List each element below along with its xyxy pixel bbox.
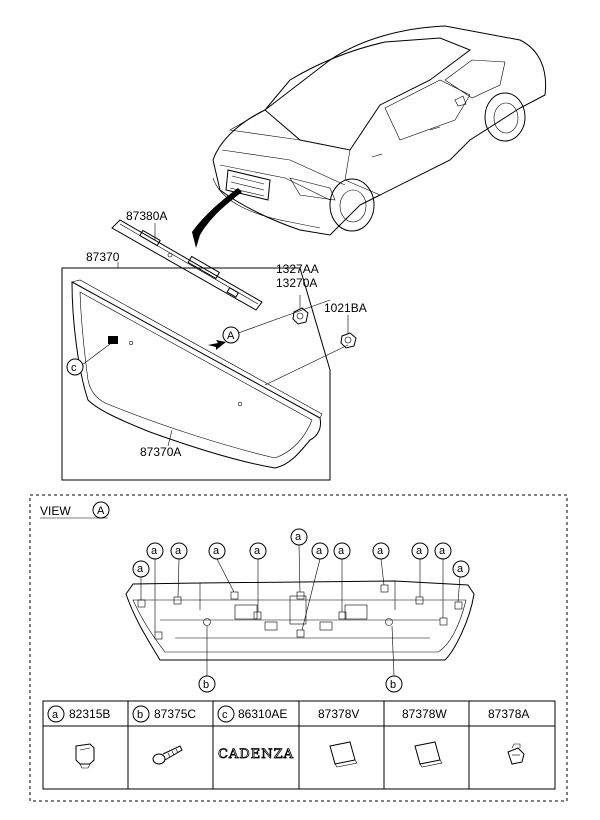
label-87370: 87370 [86, 250, 120, 264]
svg-text:a: a [457, 563, 464, 575]
nut-1021BA [340, 332, 357, 349]
clip-82315B-icon [75, 743, 95, 769]
svg-text:a: a [213, 545, 220, 557]
view-letter-circle [92, 501, 110, 519]
view-arrow [208, 340, 226, 350]
car-illustration [212, 25, 547, 236]
bracket-87380A [111, 219, 263, 311]
emblem-mark [108, 336, 118, 344]
callout-A-circle [222, 326, 240, 344]
cadenza-emblem: CADENZA [218, 747, 294, 762]
svg-text:b: b [203, 679, 209, 691]
view-letter: A [97, 505, 105, 517]
legend-table [42, 700, 556, 790]
legend-part-86310AE: 86310AE [238, 707, 287, 721]
label-87370A: 87370A [140, 445, 181, 459]
svg-text:a: a [439, 545, 446, 557]
svg-text:a: a [416, 545, 423, 557]
callout-A-letter: A [227, 330, 235, 342]
label-87380A: 87380A [126, 209, 167, 223]
svg-text:a: a [254, 545, 261, 557]
callout-c-circle [66, 358, 84, 376]
location-arrow [192, 188, 242, 248]
garnish-87370A [71, 279, 323, 469]
clip-87378A-icon [507, 743, 525, 765]
view-a-frame [29, 494, 568, 802]
pad-87378W-icon [414, 741, 443, 768]
nut-1327AA [292, 307, 309, 325]
legend-c-letter: c [222, 709, 228, 721]
legend-part-87378V: 87378V [318, 707, 359, 721]
callout-leaders [140, 544, 461, 677]
view-title: VIEW [40, 504, 71, 518]
svg-text:b: b [390, 679, 396, 691]
svg-text:a: a [316, 545, 323, 557]
label-1021BA: 1021BA [324, 301, 367, 315]
label-1327AA: 1327AA [276, 262, 319, 276]
legend-part-87378A: 87378A [488, 707, 529, 721]
callout-b-group: b b [198, 675, 403, 693]
legend-a-circle [47, 705, 65, 723]
legend-c-circle [217, 705, 235, 723]
clip-markers [137, 584, 463, 640]
legend-b-circle [132, 705, 150, 723]
svg-text:a: a [151, 545, 158, 557]
svg-text:a: a [295, 531, 302, 543]
svg-text:a: a [377, 545, 384, 557]
legend-a-letter: a [52, 709, 59, 721]
legend-b-letter: b [137, 709, 143, 721]
legend-part-87375C: 87375C [154, 707, 196, 721]
callout-a-group: a a a a a a a a a a a a [132, 528, 470, 578]
assembly-box [61, 267, 331, 481]
svg-text:a: a [338, 545, 345, 557]
callout-c-letter: c [71, 362, 77, 374]
svg-text:a: a [137, 563, 144, 575]
label-13270A: 13270A [276, 276, 317, 290]
legend-part-87378W: 87378W [402, 707, 447, 721]
legend-part-82315B: 82315B [69, 707, 110, 721]
svg-text:a: a [175, 545, 182, 557]
pad-87378V-icon [329, 741, 358, 768]
screw-87375C-icon [152, 745, 183, 765]
